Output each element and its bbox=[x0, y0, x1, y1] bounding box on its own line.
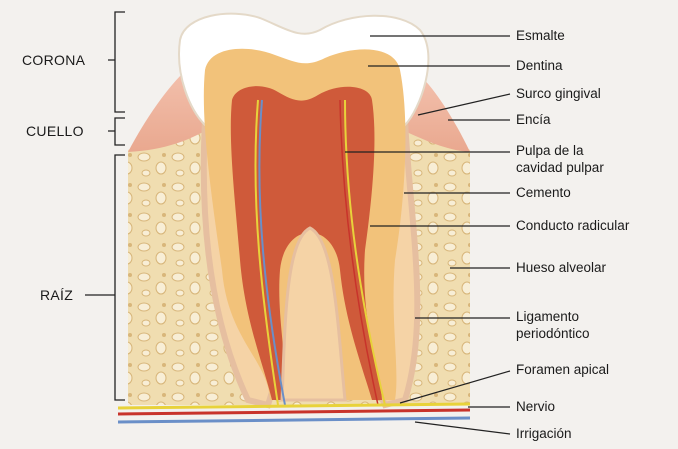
section-raiz: RAÍZ bbox=[40, 287, 73, 303]
vein-bottom bbox=[118, 418, 470, 422]
bracket-cuello bbox=[108, 118, 125, 145]
label-cemento: Cemento bbox=[516, 185, 571, 201]
label-hueso-alveolar: Hueso alveolar bbox=[516, 260, 606, 276]
label-encia: Encía bbox=[516, 112, 551, 128]
label-foramen-apical: Foramen apical bbox=[516, 362, 609, 378]
artery-bottom bbox=[118, 410, 470, 414]
label-irrigacion: Irrigación bbox=[516, 426, 572, 442]
label-surco-gingival: Surco gingival bbox=[516, 86, 601, 102]
label-ligamento-line1: Ligamento bbox=[516, 309, 579, 325]
label-nervio: Nervio bbox=[516, 399, 555, 415]
label-pulpa-line1: Pulpa de la bbox=[516, 143, 584, 159]
section-corona: CORONA bbox=[22, 52, 85, 68]
label-pulpa-line2: cavidad pulpar bbox=[516, 160, 604, 176]
bracket-corona bbox=[108, 12, 125, 112]
bracket-raiz bbox=[85, 155, 125, 400]
label-ligamento-line2: periodóntico bbox=[516, 326, 590, 342]
section-cuello: CUELLO bbox=[26, 123, 84, 139]
label-dentina: Dentina bbox=[516, 58, 563, 74]
label-conducto-radicular: Conducto radicular bbox=[516, 218, 629, 234]
label-esmalte: Esmalte bbox=[516, 28, 565, 44]
